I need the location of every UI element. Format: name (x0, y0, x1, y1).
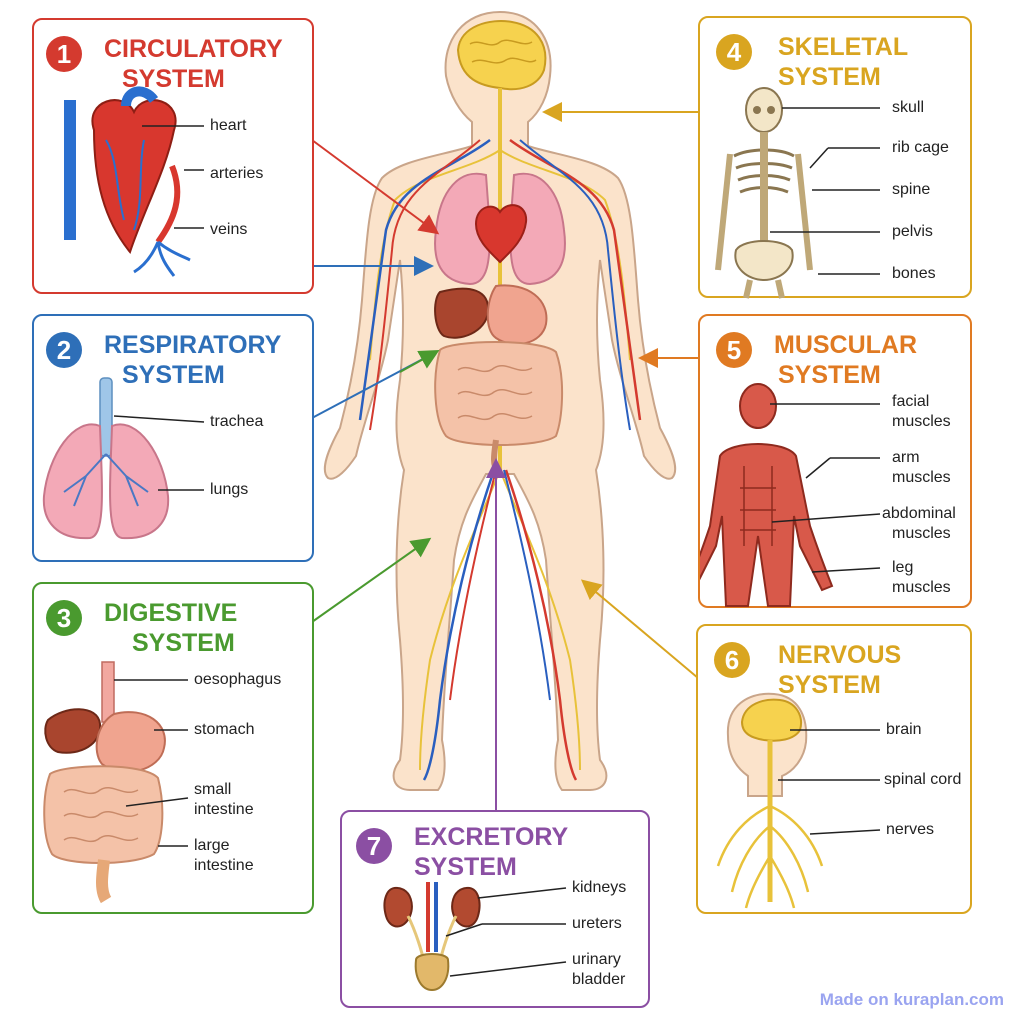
label-abdominal-muscles: muscles (892, 525, 951, 542)
heart-icon (64, 86, 204, 277)
label-veins: veins (210, 221, 248, 238)
title-skeletal-2: SYSTEM (778, 63, 881, 91)
label-oesophagus: oesophagus (194, 671, 282, 688)
panel-excretory: 7 EXCRETORY SYSTEM kidneys ureters urina… (340, 810, 650, 1008)
label-bones: bones (892, 265, 936, 282)
muscle-figure-icon (700, 383, 881, 607)
label-ureters: ureters (572, 915, 622, 932)
title-circulatory-1: CIRCULATORY (104, 35, 283, 63)
badge-excretory: 7 (356, 828, 392, 864)
label-leg-muscles: muscles (892, 579, 951, 596)
title-nervous-1: NERVOUS (778, 641, 902, 669)
label-facial: facial (892, 393, 930, 410)
kidneys-icon (383, 882, 567, 992)
title-digestive-2: SYSTEM (132, 629, 235, 657)
label-facial-muscles: muscles (892, 413, 951, 430)
label-brain: brain (886, 721, 922, 738)
title-digestive-1: DIGESTIVE (104, 599, 238, 627)
badge-muscular: 5 (716, 332, 752, 368)
badge-skeletal: 4 (716, 34, 752, 70)
lungs-icon (42, 377, 205, 540)
label-arm: arm (892, 449, 920, 466)
badge-respiratory: 2 (46, 332, 82, 368)
title-excretory-1: EXCRETORY (414, 823, 569, 851)
title-skeletal-1: SKELETAL (778, 33, 909, 61)
label-large: large (194, 837, 230, 854)
panel-respiratory: 2 RESPIRATORY SYSTEM trachea lungs (32, 314, 314, 562)
label-abdominal: abdominal (882, 505, 956, 522)
panel-skeletal: 4 SKELETAL SYSTEM skull rib cage spine p… (698, 16, 972, 299)
label-arteries: arteries (210, 165, 264, 182)
title-respiratory-2: SYSTEM (122, 361, 225, 389)
nervous-head-icon (716, 692, 881, 909)
label-kidneys: kidneys (572, 879, 627, 896)
label-spine: spine (892, 181, 931, 198)
label-urinary: urinary (572, 951, 621, 968)
label-small: small (194, 781, 232, 798)
title-nervous-2: SYSTEM (778, 671, 881, 699)
label-spinal-cord: spinal cord (884, 771, 962, 788)
panel-nervous: 6 NERVOUS SYSTEM brain spinal cord nerve… (696, 624, 972, 914)
panel-circulatory: 1 CIRCULATORY SYSTEM heart arteries vein… (32, 18, 314, 294)
title-muscular-1: MUSCULAR (774, 331, 918, 359)
label-leg: leg (892, 559, 914, 576)
label-arm-muscles: muscles (892, 469, 951, 486)
label-nerves: nerves (886, 821, 935, 838)
label-trachea: trachea (210, 413, 264, 430)
label-pelvis: pelvis (892, 223, 933, 240)
label-stomach: stomach (194, 721, 255, 738)
label-urinary-bladder: bladder (572, 971, 626, 988)
panel-muscular: 5 MUSCULAR SYSTEM facial muscles arm mus… (698, 314, 972, 608)
label-small-intestine: intestine (194, 801, 254, 818)
title-respiratory-1: RESPIRATORY (104, 331, 282, 359)
title-excretory-2: SYSTEM (414, 853, 517, 881)
digestive-organs-icon (43, 661, 189, 904)
badge-nervous: 6 (714, 642, 750, 678)
panel-digestive: 3 DIGESTIVE SYSTEM oesophagus stomach sm… (32, 582, 314, 914)
label-heart: heart (210, 117, 247, 134)
badge-digestive: 3 (46, 600, 82, 636)
skeleton-icon (715, 87, 880, 299)
label-large-intestine: intestine (194, 857, 254, 874)
human-body-icon (323, 10, 677, 791)
label-skull: skull (892, 99, 925, 116)
badge-circulatory: 1 (46, 36, 82, 72)
title-muscular-2: SYSTEM (778, 361, 881, 389)
label-rib-cage: rib cage (892, 139, 949, 156)
label-lungs: lungs (210, 481, 249, 498)
credit-text: Made on kuraplan.com (819, 990, 1004, 1009)
